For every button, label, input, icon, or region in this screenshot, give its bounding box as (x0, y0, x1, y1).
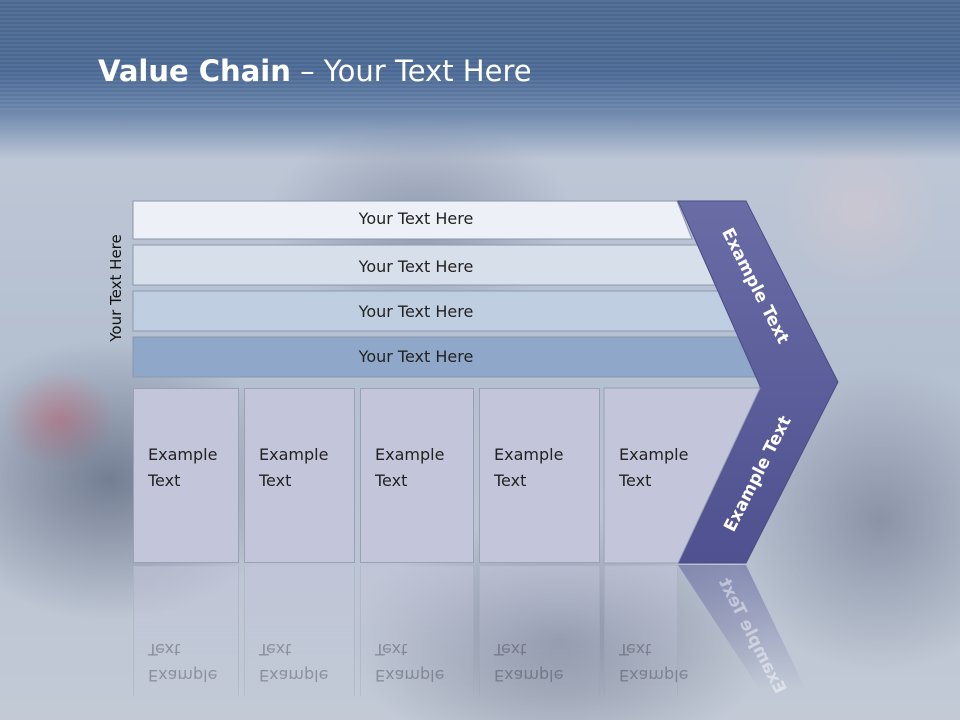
activity-box-4: Example Text (479, 388, 600, 563)
bar-1 (132, 200, 693, 240)
activity-box-3-reflection-label: Example Text (375, 640, 445, 685)
activity-box-3: Example Text (360, 388, 474, 563)
bar-2-label: Your Text Here (358, 257, 474, 276)
activity-box-2-reflection: Example Text (244, 566, 355, 696)
slide-title-rest: – Your Text Here (290, 54, 532, 88)
slide-title-bold: Value Chain (98, 54, 291, 88)
activity-box-1-label: Example Text (148, 445, 218, 490)
activity-box-4-reflection-label: Example Text (494, 640, 564, 685)
slide-title: Value Chain – Your Text Here (98, 54, 532, 88)
bar-3-label: Your Text Here (358, 302, 474, 321)
activity-box-3-label: Example Text (375, 445, 445, 490)
title-bar (0, 0, 960, 160)
activity-box-1: Example Text (133, 388, 239, 563)
activity-box-2-reflection-label: Example Text (259, 640, 329, 685)
activity-box-5-reflection-label: Example Text (619, 640, 689, 685)
activity-box-4-label: Example Text (494, 445, 564, 490)
activity-box-3-reflection: Example Text (360, 566, 474, 696)
box-row-tip (603, 387, 761, 564)
activity-box-2-label: Example Text (259, 445, 329, 490)
activity-box-1-reflection-label: Example Text (148, 640, 218, 685)
activity-box-5: Example Text (604, 388, 724, 563)
value-chevron-reflection (678, 565, 806, 690)
activity-box-4-reflection: Example Text (479, 566, 600, 696)
bar-4-label: Your Text Here (358, 347, 474, 366)
activity-box-1-reflection: Example Text (133, 566, 239, 696)
title-bar-texture (0, 0, 960, 110)
bar-1-label: Your Text Here (358, 209, 474, 228)
activity-box-2: Example Text (244, 388, 355, 563)
value-chevron (677, 200, 839, 564)
activity-box-5-reflection: Example Text (604, 566, 688, 696)
activity-box-5-label: Example Text (619, 445, 689, 490)
